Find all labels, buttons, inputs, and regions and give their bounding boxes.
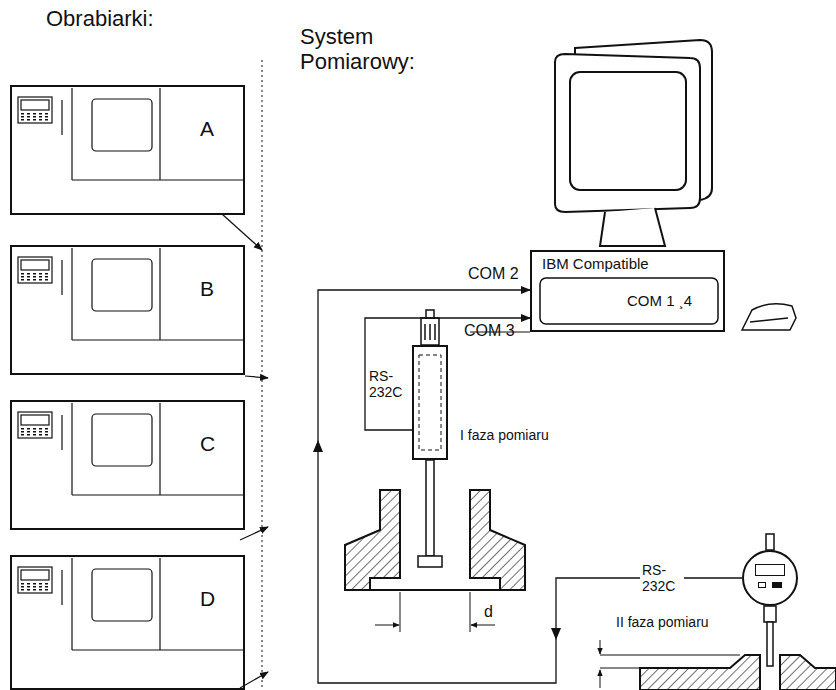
cable-label: RS- 232C [640,561,684,595]
expansion-card [540,278,718,324]
machine-drawings [18,88,245,650]
separator [262,60,263,690]
machine-letter: A [200,117,214,141]
section-title: Obrabiarki: [46,6,154,32]
port-label: COM 2 [468,265,519,283]
machine-tool: B [10,245,245,375]
dial-button [758,582,766,588]
machine-letter: C [200,432,215,456]
flow-arrows [313,440,561,640]
monitor [555,40,712,246]
bore-gauge [418,310,442,567]
keyboard [742,304,796,330]
dimension-d [375,592,495,632]
phase-label: II faza pomiaru [616,614,709,630]
phase-label: I faza pomiaru [460,427,549,443]
workpiece-1 [345,490,525,590]
cable-label: RS- 232C [369,368,409,400]
dial-button [772,582,782,588]
machine-tool: A [10,85,245,215]
rs232-cable [318,290,742,683]
bore-gauge: I faza pomiaru [412,345,448,460]
computer-text: IBM Compatible [542,255,649,272]
port-label: COM 3 [464,322,515,340]
dimension-thickness [600,640,740,688]
dimension-label: d [484,603,493,621]
dial-indicator: II faza pomiaru [742,550,798,606]
workpiece-2 [640,655,836,690]
section-title: System Pomiarowy: [300,24,430,75]
machine-tool: D [10,555,245,690]
dial-indicator [764,534,776,666]
dial-display [755,564,785,576]
machine-letter: D [200,587,215,611]
computer-text: COM 1 ¸4 [627,292,692,309]
machine-tool: C [10,400,245,530]
machine-arrows [222,214,268,688]
computer-unit: IBM CompatibleCOM 1 ¸4 [530,250,725,332]
machine-letter: B [200,277,214,301]
